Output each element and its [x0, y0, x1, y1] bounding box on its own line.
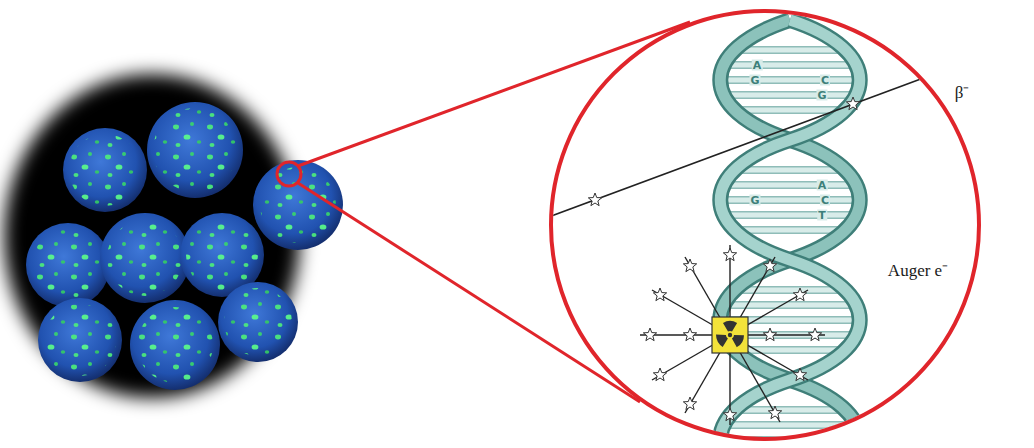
particle-label: Auger e⁻ [888, 262, 948, 279]
base-letter: G [749, 75, 760, 86]
base-letter: G [816, 90, 827, 101]
base-letter: C [820, 75, 830, 86]
base-letter: T [817, 210, 827, 221]
particle-label: β⁻ [955, 84, 970, 101]
base-letter: A [817, 180, 828, 191]
base-letter: C [820, 195, 830, 206]
base-letter: G [749, 195, 760, 206]
base-letter: A [752, 60, 763, 71]
